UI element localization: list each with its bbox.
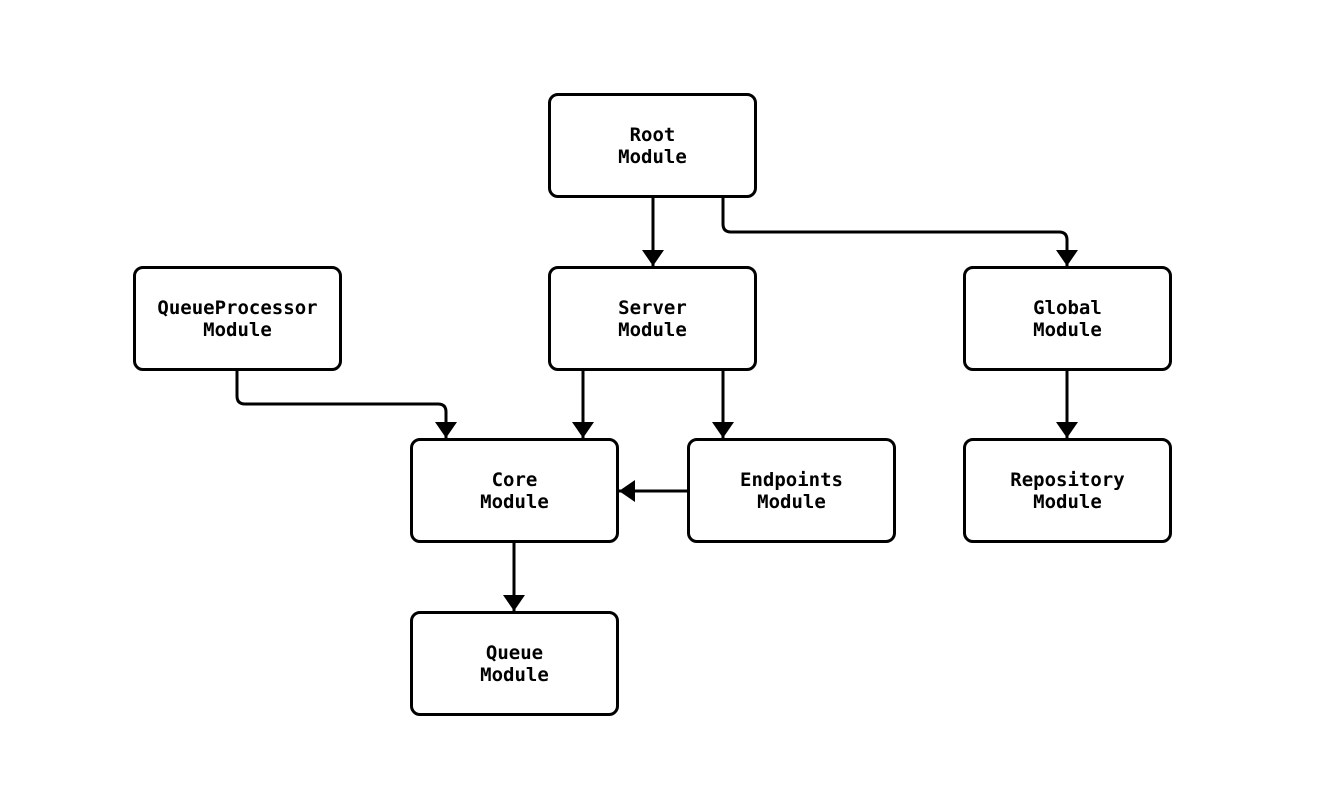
node-label-line: Module	[480, 490, 549, 513]
node-label-line: Root	[629, 123, 676, 146]
node-label-line: Module	[1033, 490, 1102, 513]
node-label-line: Module	[618, 318, 687, 341]
node-label-line: Queue	[485, 641, 544, 664]
node-label-line: Endpoints	[740, 468, 843, 491]
node-label-line: Global	[1033, 296, 1102, 319]
edge-queueprocessor-to-core	[235, 371, 457, 438]
node-label-line: Module	[757, 490, 826, 513]
node-label-line: Server	[618, 296, 687, 319]
edge-root-to-global	[721, 198, 1078, 266]
node-label-line: Module	[1033, 318, 1102, 341]
node-label-line: Core	[491, 468, 538, 491]
node-label-line: QueueProcessor	[157, 296, 318, 319]
node-label-line: Module	[203, 318, 272, 341]
node-label-line: Repository	[1010, 468, 1125, 491]
node-label-line: Module	[480, 663, 549, 686]
node-label-line: Module	[618, 145, 687, 168]
